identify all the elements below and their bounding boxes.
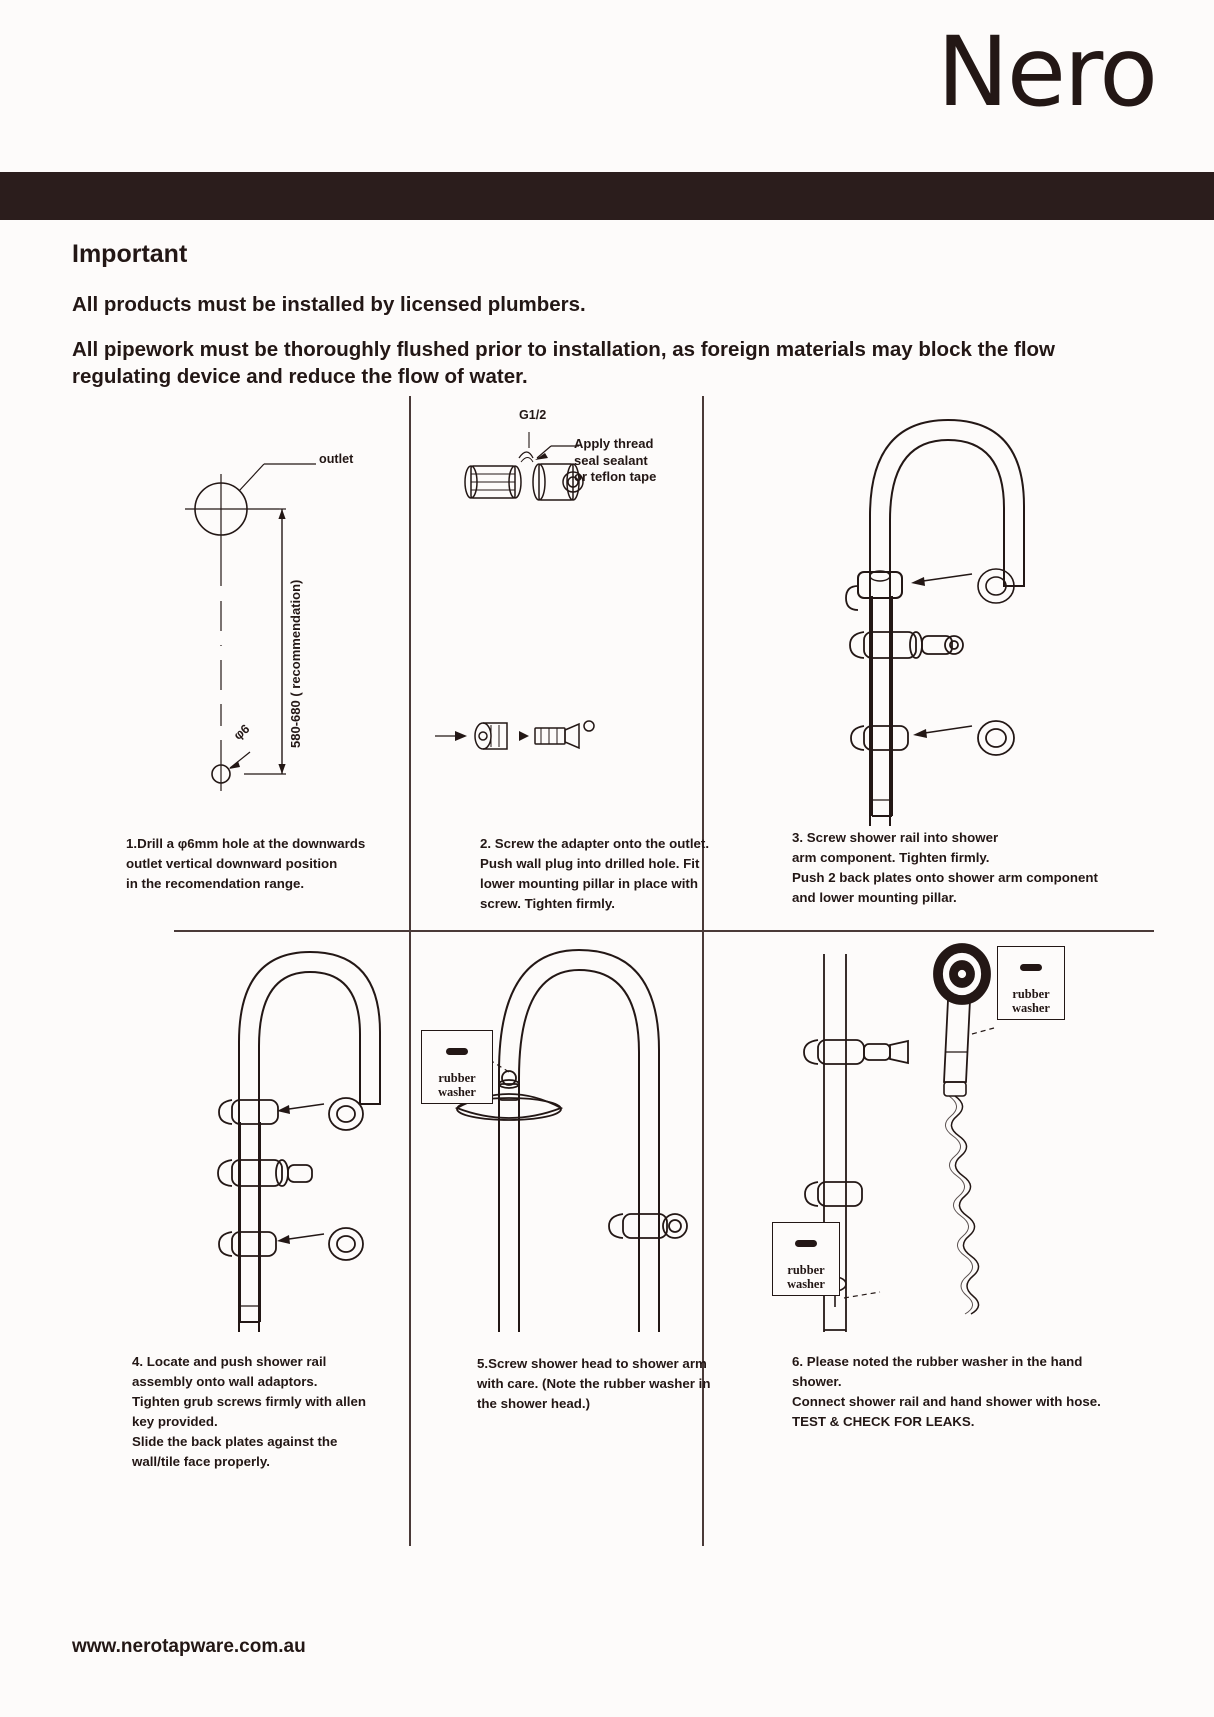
step-3-caption: 3. Screw shower rail into shower arm com… [792,830,1098,905]
step-1-outlet-label: outlet [319,452,354,466]
step-1-panel: outlet 580-680 ( recommendation) φ6 1.Dr… [64,396,409,930]
step-6-diagram [776,943,995,1332]
step-1-caption: 1.Drill a φ6mm hole at the downwards out… [126,836,366,891]
step-4-diagram [217,950,381,1332]
step-5-diagram [454,948,688,1332]
step-3-diagram [845,418,1025,826]
important-section: Important All products must be installed… [72,240,1072,408]
important-title: Important [72,240,188,268]
step-5-panel: rubber washer 5.Screw shower head to sho… [411,932,710,1546]
step-6-rubber-washer-top-label: rubber washer [997,946,1065,1020]
step-1-dimension-label: 580-680 ( recommendation) [288,579,303,748]
footer-website-url[interactable]: www.nerotapware.com.au [72,1636,306,1657]
step-6-rubber-washer-bottom-label: rubber washer [772,1222,840,1296]
step-2-sealant-label: Apply thread seal sealant or teflon tape [574,436,657,485]
step-6-washer-top-text: rubber washer [1012,986,1050,1015]
step-6-caption: 6. Please noted the rubber washer in the… [792,1354,1101,1429]
instruction-grid: outlet 580-680 ( recommendation) φ6 1.Dr… [64,396,1154,1606]
step-4-caption: 4. Locate and push shower rail assembly … [132,1354,366,1469]
step-3-panel: 3. Screw shower rail into shower arm com… [704,396,1154,930]
step-2-diagram [435,432,595,750]
important-line-2: All pipework must be thoroughly flushed … [72,338,1055,389]
header-divider-bar [0,172,1214,220]
important-line-1: All products must be installed by licens… [72,293,586,316]
grid-divider-vertical-left [409,396,411,1546]
washer-chip-icon [446,1047,468,1055]
brand-logo: Nero [937,16,1158,128]
step-2-panel: G1/2 Apply thread seal sealant or teflon… [411,396,709,930]
grid-divider-vertical-right [702,396,704,1546]
washer-chip-icon-bottom [795,1239,817,1247]
step-2-caption: 2. Screw the adapter onto the outlet. Pu… [480,836,710,911]
step-5-washer-text: rubber washer [438,1070,476,1099]
step-2-thread-size-label: G1/2 [519,408,547,422]
step-5-rubber-washer-label: rubber washer [421,1030,493,1104]
step-6-washer-bottom-text: rubber washer [787,1262,825,1291]
step-6-panel: rubber washer rubber washer 6. Please no… [704,932,1154,1546]
grid-divider-horizontal [174,930,1154,932]
step-1-diagram [185,463,316,791]
step-5-caption: 5.Screw shower head to shower arm with c… [477,1356,711,1411]
washer-chip-icon-top [1020,963,1042,971]
step-4-panel: 4. Locate and push shower rail assembly … [64,932,409,1546]
